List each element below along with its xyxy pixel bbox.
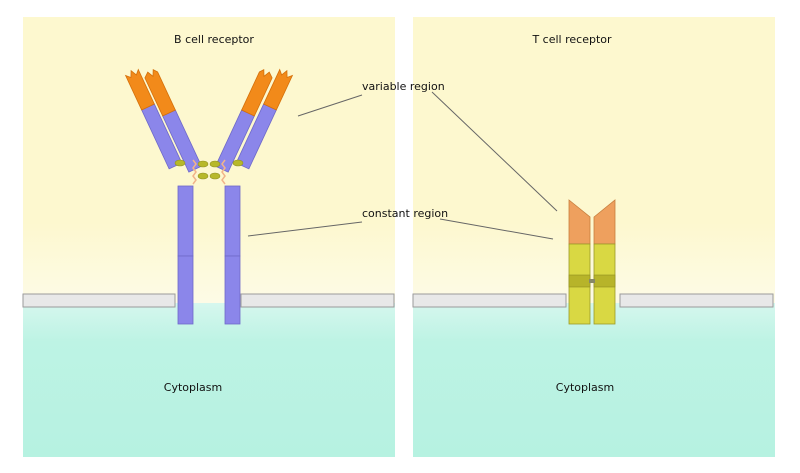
callouts [247, 91, 558, 240]
bcr-heavy-chain-right-upper [224, 185, 241, 257]
bcr-heavy-arm-left [144, 68, 203, 173]
t-cell-receptor [568, 199, 616, 325]
bcr-heavy-chain-left-lower [177, 255, 194, 325]
bcr-panel: B cell receptor Cytoplasm [22, 17, 395, 457]
tcr-alpha-band [568, 274, 591, 288]
constant-callout-line-bcr [247, 221, 363, 237]
bcr-light-chain-left [124, 68, 183, 170]
constant-region-label: constant region [362, 207, 448, 220]
bcr-cytoplasm-area [23, 303, 395, 457]
bcr-heavy-arm-right [214, 68, 273, 173]
tcr-interchain-bond [589, 279, 595, 283]
bcr-bond-knobs [174, 159, 244, 180]
tcr-panel: T cell receptor Cytoplasm [412, 17, 775, 457]
variable-callout-line-bcr [297, 94, 363, 117]
tcr-membrane-right [619, 293, 774, 308]
bcr-membrane-left [22, 293, 176, 308]
b-cell-receptor [124, 68, 294, 325]
bcr-cytoplasm-label: Cytoplasm [164, 381, 222, 394]
tcr-cytoplasm-area [413, 303, 775, 457]
bcr-membrane-right [240, 293, 395, 308]
constant-callout-line-tcr [439, 218, 554, 240]
tcr-membrane-left [412, 293, 567, 308]
tcr-title: T cell receptor [531, 33, 612, 46]
tcr-cytoplasm-label: Cytoplasm [556, 381, 614, 394]
variable-callout-line-tcr [431, 91, 558, 212]
variable-region-label: variable region [362, 80, 445, 93]
bcr-extracellular [23, 17, 395, 303]
bcr-heavy-chain-left-upper [177, 185, 194, 257]
bcr-light-chain-right [235, 68, 294, 170]
bcr-heavy-chain-right-lower [224, 255, 241, 325]
tcr-beta-band [593, 274, 616, 288]
bcr-title: B cell receptor [174, 33, 254, 46]
bcr-disulfide-bonds [192, 159, 226, 185]
